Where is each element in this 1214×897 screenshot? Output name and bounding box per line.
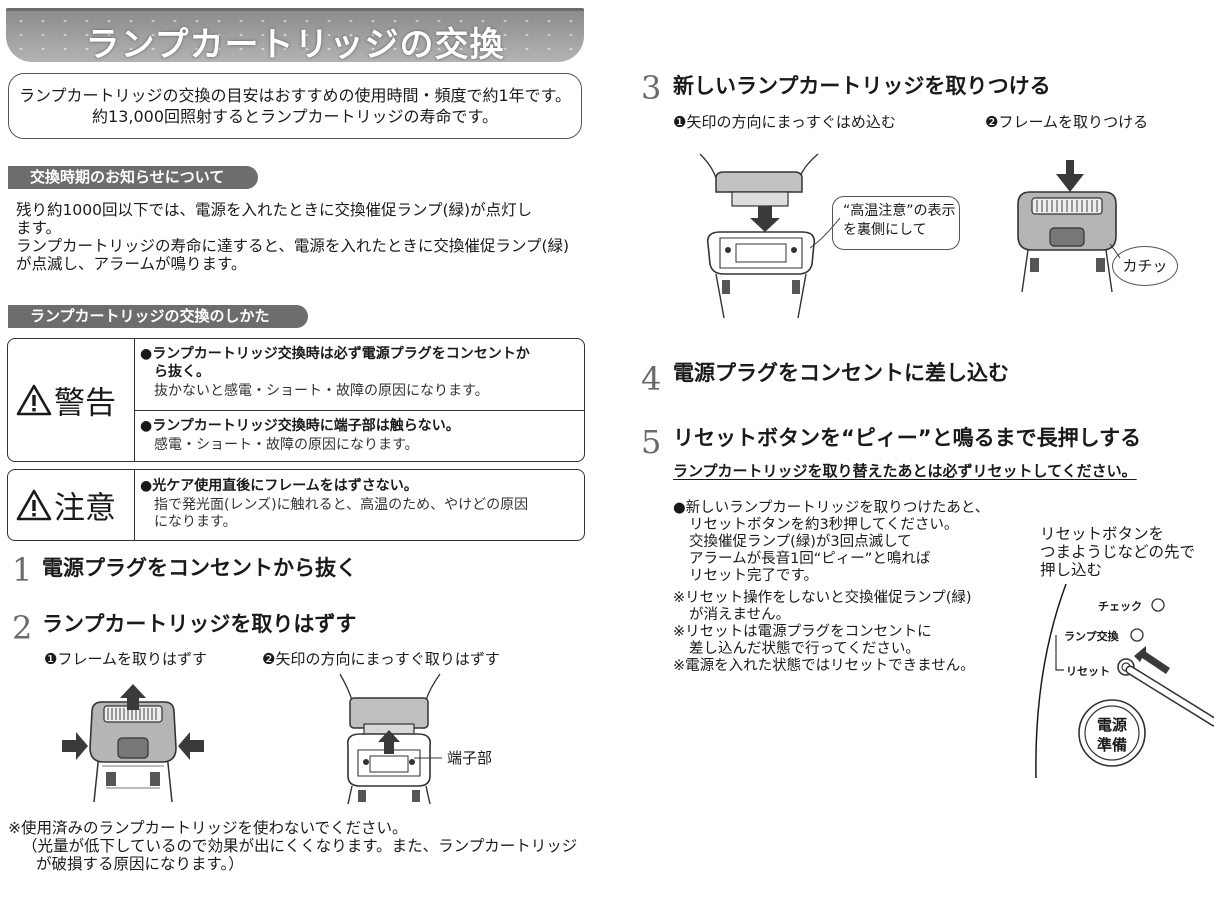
warning-item2-text: 感電・ショート・故障の原因になります。	[154, 437, 419, 453]
reset-bullet-line5: リセット完了です。	[689, 568, 819, 584]
reset-instructions: ●新しいランプカートリッジを取りつけたあと、 リセットボタンを約3秒押してくださ…	[673, 500, 1033, 675]
power-button-line1: 電源	[1096, 716, 1127, 734]
step-3-sub-1-mark: ❶	[673, 113, 687, 131]
caution-label: 注意	[54, 490, 116, 527]
warning-label-cell: 警告	[8, 339, 135, 461]
reset-diagram-note-line2: つまようじなどの先で	[1040, 543, 1196, 561]
reset-note2-line1: ※リセットは電源プラグをコンセントに	[673, 624, 932, 640]
notice-box: ランプカートリッジの交換の目安はおすすめの使用時間・頻度で約1年です。 約13,…	[8, 73, 582, 139]
notify-para1-line1: 残り約1000回以下では、電源を入れたときに交換催促ランプ(緑)が点灯し	[16, 201, 533, 219]
page-title: ランプカートリッジの交換	[85, 25, 505, 62]
notify-paragraph: 残り約1000回以下では、電源を入れたときに交換催促ランプ(緑)が点灯し ます。…	[16, 201, 586, 273]
step-3-sub-2-text: フレームを取りつける	[998, 113, 1149, 131]
reset-button-diagram	[1035, 583, 1214, 779]
notice-line-1: ランプカートリッジの交換の目安はおすすめの使用時間・頻度で約1年です。	[18, 86, 572, 105]
step-5-number: 5	[641, 423, 662, 461]
reset-note2-line2: 差し込んだ状態で行ってください。	[689, 641, 920, 657]
step-2-number: 2	[12, 609, 33, 647]
bottom-note-line2: （光量が低下しているので効果が出にくくなります。また、ランプカートリッジ	[22, 837, 578, 855]
warning-item1-bold-line2: ら抜く。	[154, 364, 210, 380]
step-4-number: 4	[641, 360, 662, 398]
step-3-title: 新しいランプカートリッジを取りつける	[673, 74, 1051, 98]
caution-item-bold: ●光ケア使用直後にフレームをはずさない。	[140, 478, 418, 494]
step-3-number: 3	[641, 69, 662, 107]
reset-diagram-note: リセットボタンを つまようじなどの先で 押し込む	[1040, 525, 1195, 579]
step-5-reset-reminder: ランプカートリッジを取り替えたあとは必ずリセットしてください。	[673, 462, 1137, 480]
warning-item1-bold-line1: ●ランプカートリッジ交換時は必ず電源プラグをコンセントか	[140, 346, 530, 362]
lamp-change-indicator	[1130, 628, 1144, 642]
orientation-callout: “高温注意”の表示 を裏側にして	[832, 196, 960, 250]
warning-item2-bold: ●ランプカートリッジ交換時に端子部は触らない。	[140, 418, 460, 434]
check-label: チェック	[1098, 600, 1142, 613]
bottom-note-line1: ※使用済みのランプカートリッジを使わないでください。	[8, 819, 408, 837]
step-2-sub-2-text: 矢印の方向にまっすぐ取りはずす	[275, 650, 500, 668]
title-banner: ランプカートリッジの交換	[6, 8, 584, 62]
step-5-title: リセットボタンを“ピィー”と鳴るまで長押しする	[673, 426, 1142, 450]
step-2-sub-2: ❷矢印の方向にまっすぐ取りはずす	[262, 648, 500, 669]
caution-triangle-icon	[16, 489, 52, 521]
reset-note3: ※電源を入れた状態ではリセットできません。	[673, 658, 975, 674]
reset-bullet-line3: 交換催促ランプ(緑)が3回点滅して	[689, 534, 912, 550]
notify-para2-line2: が点滅し、アラームが鳴ります。	[16, 255, 247, 273]
warning-item-1: ●ランプカートリッジ交換時は必ず電源プラグをコンセントか ら抜く。 抜かないと感…	[134, 339, 584, 411]
caution-box: 注意 ●光ケア使用直後にフレームをはずさない。 指で発光面(レンズ)に触れると、…	[7, 469, 585, 541]
check-lamp-indicator	[1151, 598, 1165, 612]
notify-para2-line1: ランプカートリッジの寿命に達すると、電源を入れたときに交換催促ランプ(緑)	[16, 237, 570, 255]
step-1-title: 電源プラグをコンセントから抜く	[42, 556, 357, 580]
section-heading-howto: ランプカートリッジの交換のしかた	[8, 305, 308, 328]
step-4-title: 電源プラグをコンセントに差し込む	[673, 361, 1009, 385]
step-2-sub-1-mark: ❶	[44, 650, 58, 668]
warning-triangle-icon	[16, 384, 52, 416]
reset-bullet-line2: リセットボタンを約3秒押してください。	[689, 517, 959, 533]
bottom-note: ※使用済みのランプカートリッジを使わないでください。 （光量が低下しているので効…	[8, 819, 598, 873]
reset-note1-line2: が消えません。	[689, 607, 791, 623]
step-3-sub-2-mark: ❷	[985, 113, 999, 131]
power-button[interactable]: 電源 準備	[1082, 715, 1142, 755]
warning-label: 警告	[54, 385, 116, 422]
figure-pull-cartridge	[339, 673, 442, 805]
caution-item-line1: 指で発光面(レンズ)に触れると、高温のため、やけどの原因	[154, 497, 529, 513]
step-1-number: 1	[12, 551, 33, 589]
orientation-callout-line2: を裏側にして	[843, 222, 927, 238]
warning-item1-text: 抜かないと感電・ショート・故障の原因になります。	[154, 383, 489, 399]
terminal-callout: 端子部	[447, 749, 493, 767]
bottom-note-line3: が破損する原因になります。）	[36, 855, 244, 873]
figure-insert-cartridge	[699, 153, 841, 319]
step-2-title: ランプカートリッジを取りはずす	[42, 612, 357, 636]
step-2-sub-1: ❶フレームを取りはずす	[44, 648, 207, 669]
notify-para1-line2: ます。	[16, 219, 61, 237]
power-button-line2: 準備	[1096, 736, 1127, 754]
step-3-sub-2: ❷フレームを取りつける	[985, 111, 1148, 132]
orientation-callout-line1: “高温注意”の表示	[843, 203, 956, 219]
reset-label: リセット	[1066, 665, 1110, 678]
caution-item-line2: になります。	[154, 514, 237, 530]
step-2-sub-1-text: フレームを取りはずす	[57, 650, 208, 668]
reset-bullet-line1: ●新しいランプカートリッジを取りつけたあと、	[673, 500, 990, 516]
reset-bullet-line4: アラームが長音1回“ピィー”と鳴れば	[689, 551, 931, 567]
caution-item: ●光ケア使用直後にフレームをはずさない。 指で発光面(レンズ)に触れると、高温の…	[134, 470, 584, 531]
step-3-sub-1: ❶矢印の方向にまっすぐはめ込む	[673, 111, 896, 132]
lamp-change-label: ランプ交換	[1064, 630, 1119, 643]
click-sound-bubble: カチッ	[1112, 246, 1178, 286]
step-2-sub-2-mark: ❷	[262, 650, 276, 668]
caution-label-cell: 注意	[8, 470, 135, 540]
figure-remove-frame	[62, 684, 204, 803]
warning-item-2: ●ランプカートリッジ交換時に端子部は触らない。 感電・ショート・故障の原因になり…	[134, 411, 584, 454]
figure-attach-frame	[1017, 160, 1121, 293]
reset-diagram-note-line1: リセットボタンを	[1040, 525, 1165, 543]
notice-line-2: 約13,000回照射するとランプカートリッジの寿命です。	[92, 107, 498, 126]
step-3-sub-1-text: 矢印の方向にまっすぐはめ込む	[686, 113, 896, 131]
warning-box: 警告 ●ランプカートリッジ交換時は必ず電源プラグをコンセントか ら抜く。 抜かな…	[7, 338, 585, 462]
section-heading-notify: 交換時期のお知らせについて	[8, 166, 258, 189]
reset-note1-line1: ※リセット操作をしないと交換催促ランプ(緑)	[673, 590, 972, 606]
reset-diagram-note-line3: 押し込む	[1040, 561, 1103, 579]
